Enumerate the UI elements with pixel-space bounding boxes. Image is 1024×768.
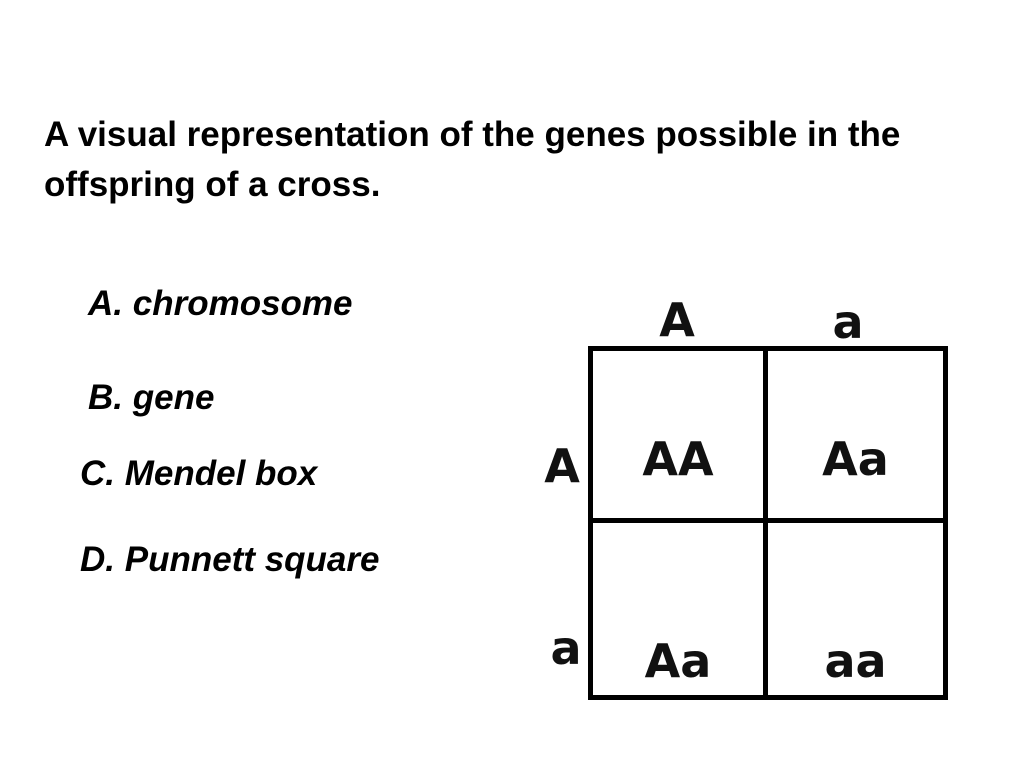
punnett-square-diagram: A a A a AA Aa Aa aa (520, 288, 970, 708)
choice-d[interactable]: D. Punnett square (80, 540, 380, 579)
top-allele-2: a (832, 295, 864, 349)
top-allele-1: A (659, 293, 695, 347)
choice-b[interactable]: B. gene (88, 378, 215, 417)
punnett-grid: AA Aa Aa aa (588, 346, 948, 700)
side-allele-1: A (544, 439, 580, 493)
side-allele-2: a (550, 621, 582, 675)
punnett-cell-2-1: Aa (593, 523, 768, 695)
choice-c[interactable]: C. Mendel box (80, 454, 318, 493)
punnett-cell-2-2: aa (824, 634, 887, 688)
question-text: A visual representation of the genes pos… (44, 115, 901, 204)
punnett-cell-1-1: AA (593, 351, 768, 523)
punnett-cell-1-2: Aa (768, 351, 943, 523)
choice-a[interactable]: A. chromosome (88, 284, 353, 323)
